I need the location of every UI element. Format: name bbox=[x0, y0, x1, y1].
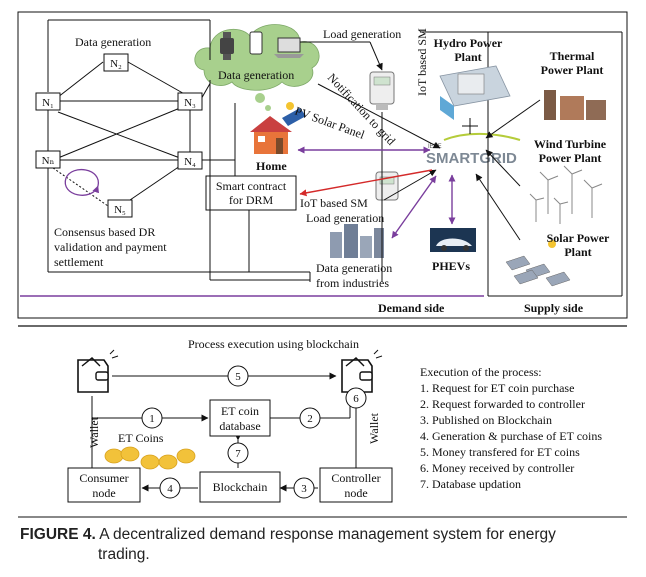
svg-text:2: 2 bbox=[307, 413, 313, 425]
load-generation-top-label: Load generation bbox=[323, 27, 401, 41]
process-title: Process execution using blockchain bbox=[188, 337, 359, 351]
thermal-label-line-1: Thermal bbox=[550, 49, 595, 63]
exec-item-7: 7. Database updation bbox=[420, 477, 521, 491]
coins-icon bbox=[104, 446, 196, 470]
svg-text:N₅: N₅ bbox=[114, 204, 126, 216]
svg-text:7: 7 bbox=[235, 448, 241, 460]
load-generation-label: Load generation bbox=[306, 211, 384, 225]
network-edges bbox=[47, 19, 310, 273]
node-n3: N₃ bbox=[177, 92, 203, 111]
svg-text:Consumer: Consumer bbox=[79, 471, 128, 485]
hydro-plant-icon bbox=[439, 65, 511, 120]
iot-sm-vertical-label: IoT based SM bbox=[415, 28, 429, 96]
svg-text:N₂: N₂ bbox=[110, 58, 122, 70]
iot-sm-label: IoT based SM bbox=[300, 196, 368, 210]
home-label: Home bbox=[256, 159, 287, 173]
hydro-label-line-2: Plant bbox=[454, 50, 481, 64]
svg-text:6: 6 bbox=[353, 393, 359, 405]
svg-text:Controller: Controller bbox=[331, 471, 380, 485]
exec-item-3: 3. Published on Blockchain bbox=[420, 413, 552, 427]
node-nn: Nₙ bbox=[35, 150, 61, 169]
wind-label-line-1: Wind Turbine bbox=[534, 137, 607, 151]
svg-text:node: node bbox=[344, 486, 367, 500]
supply-side-label: Supply side bbox=[524, 301, 584, 315]
smartgrid-logo: IEEE SMARTGRID bbox=[426, 132, 521, 167]
laptop-icon bbox=[274, 37, 304, 58]
svg-text:ET coin: ET coin bbox=[221, 404, 259, 418]
svg-text:node: node bbox=[92, 486, 115, 500]
top-panel-frame bbox=[17, 11, 628, 319]
svg-text:3: 3 bbox=[301, 483, 307, 495]
black-connectors bbox=[209, 20, 623, 297]
svg-text:N₃: N₃ bbox=[184, 97, 196, 109]
purple-connectors bbox=[20, 146, 484, 297]
exec-item-2: 2. Request forwarded to controller bbox=[420, 397, 585, 411]
consensus-line-1: Consensus based DR bbox=[54, 225, 155, 239]
node-n2: N₂ bbox=[103, 53, 129, 72]
red-connector bbox=[299, 169, 433, 197]
controller-node-box: Controller node bbox=[319, 467, 393, 503]
exec-item-1: 1. Request for ET coin purchase bbox=[420, 381, 574, 395]
phone-icon bbox=[249, 31, 263, 55]
step-circles: 1 2 3 4 5 6 7 bbox=[141, 365, 367, 499]
industries-label-line-1: Data generation bbox=[316, 261, 392, 275]
industries-label-line-2: from industries bbox=[316, 276, 389, 290]
wallet-right-icon bbox=[341, 349, 383, 393]
solar-plant-icon bbox=[505, 240, 571, 287]
svg-text:N₄: N₄ bbox=[184, 156, 196, 168]
exec-item-5: 5. Money transfered for ET coins bbox=[420, 445, 580, 459]
cloud-data-generation-label: Data generation bbox=[218, 68, 294, 82]
consensus-line-2: validation and payment bbox=[54, 240, 167, 254]
data-generation-label: Data generation bbox=[75, 35, 151, 49]
svg-text:SMARTGRID: SMARTGRID bbox=[426, 150, 517, 167]
blockchain-box: Blockchain bbox=[199, 471, 281, 503]
node-n1: N₁ bbox=[35, 92, 61, 111]
phevs-label: PHEVs bbox=[432, 259, 470, 273]
smart-meter-top-icon bbox=[369, 71, 395, 110]
consumer-node-box: Consumer node bbox=[67, 467, 141, 503]
exec-title: Execution of the process: bbox=[420, 365, 542, 379]
smartwatch-icon bbox=[220, 32, 234, 60]
sun-icon bbox=[286, 102, 294, 110]
smart-contract-line-2: for DRM bbox=[229, 193, 274, 207]
caption-label: FIGURE 4. bbox=[20, 526, 96, 543]
thermal-label-line-2: Power Plant bbox=[541, 63, 604, 77]
svg-text:Blockchain: Blockchain bbox=[213, 480, 268, 494]
home-icon bbox=[250, 108, 306, 154]
consensus-cycle-arrow-back bbox=[65, 168, 99, 187]
smart-contract-line-1: Smart contract bbox=[216, 179, 287, 193]
phev-car-icon bbox=[430, 228, 476, 252]
wallet-right-label: Wallet bbox=[367, 412, 381, 444]
demand-side-label: Demand side bbox=[378, 301, 445, 315]
wallet-left-icon bbox=[77, 349, 119, 393]
figure-caption: FIGURE 4. A decentralized demand respons… bbox=[20, 525, 630, 565]
thermal-plant-icon bbox=[544, 90, 606, 120]
hydro-label-line-1: Hydro Power bbox=[434, 36, 503, 50]
wind-turbine-icon bbox=[529, 165, 603, 224]
node-n4: N₄ bbox=[177, 151, 203, 170]
et-coins-label: ET Coins bbox=[118, 431, 164, 445]
wallet-left-label: Wallet bbox=[87, 416, 101, 448]
smart-contract-box: Smart contract for DRM bbox=[205, 175, 297, 211]
solar-label-line-1: Solar Power bbox=[547, 231, 610, 245]
node-n5: N₅ bbox=[107, 199, 133, 218]
consensus-cycle-arrow bbox=[64, 177, 99, 196]
consensus-line-3: settlement bbox=[54, 255, 104, 269]
svg-text:5: 5 bbox=[235, 371, 241, 383]
caption-text-2: trading. bbox=[98, 546, 150, 563]
svg-text:4: 4 bbox=[167, 483, 173, 495]
svg-text:1: 1 bbox=[149, 413, 155, 425]
caption-text: A decentralized demand response manageme… bbox=[99, 526, 556, 543]
svg-text:database: database bbox=[219, 419, 260, 433]
exec-item-4: 4. Generation & purchase of ET coins bbox=[420, 429, 602, 443]
et-coin-db-box: ET coin database bbox=[209, 399, 271, 437]
industries-icon bbox=[330, 224, 384, 258]
svg-text:Nₙ: Nₙ bbox=[42, 155, 55, 167]
exec-item-6: 6. Money received by controller bbox=[420, 461, 574, 475]
wind-label-line-2: Power Plant bbox=[539, 151, 602, 165]
solar-label-line-2: Plant bbox=[564, 245, 591, 259]
svg-text:N₁: N₁ bbox=[42, 97, 54, 109]
